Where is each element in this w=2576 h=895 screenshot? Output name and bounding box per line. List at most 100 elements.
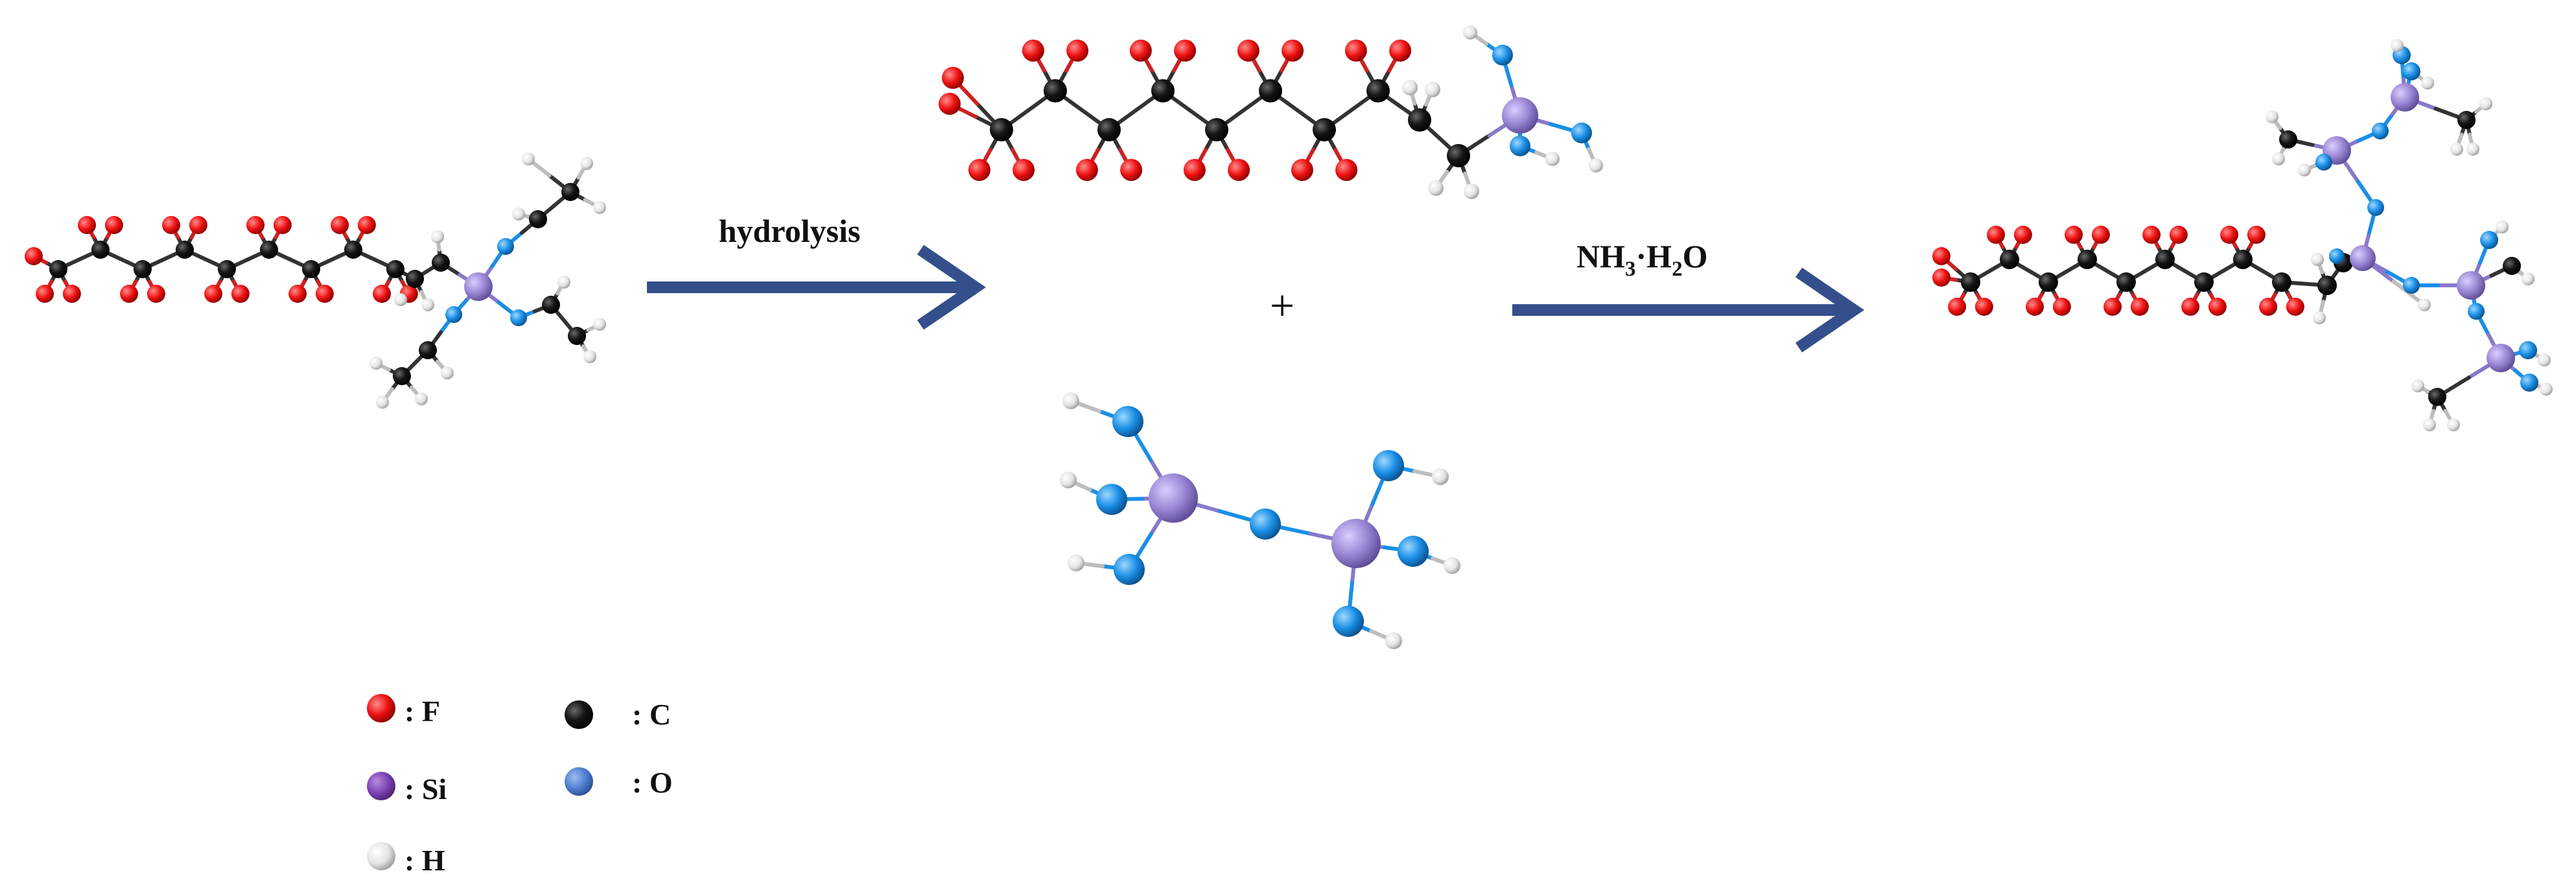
carbon-atom [2116, 272, 2136, 292]
fluorine-atom [1174, 40, 1197, 62]
atom-legend: : F : C : Si : O : H [367, 694, 673, 877]
hydrogen-atom [512, 208, 525, 221]
fluorine-atom [120, 285, 139, 303]
fluorine-atom [246, 216, 265, 234]
oxygen-atom [1492, 45, 1513, 66]
fluorine-swatch-icon [367, 694, 395, 722]
hydrogen-atom [1425, 82, 1440, 97]
hydrogen-atom [2540, 383, 2553, 396]
fluorine-atom [2130, 298, 2149, 316]
oxygen-atom [2403, 277, 2420, 294]
carbon-atom [990, 118, 1013, 141]
carbon-atom [406, 270, 424, 288]
oxygen-atom [2480, 231, 2498, 249]
fluorine-atom [1974, 298, 1993, 316]
hydrolyzed-fluorosilane-molecule [939, 25, 1603, 199]
oxygen-atom [2315, 154, 2332, 171]
hydrogen-atom [1060, 471, 1077, 488]
hydrogen-atom [2313, 311, 2326, 324]
carbon-atom [542, 296, 560, 314]
carbon-atom [568, 327, 586, 345]
hydrogen-atom [1545, 152, 1560, 166]
fluorine-atom [1932, 268, 1950, 287]
carbon-atom [260, 241, 278, 259]
silicon-atom [1149, 473, 1198, 523]
silicon-atom [464, 272, 493, 301]
carbon-atom [2155, 250, 2175, 269]
carbon-atom [561, 183, 580, 201]
fluorine-atom [942, 67, 964, 89]
carbon-atom [1447, 144, 1470, 167]
fluorine-atom [273, 216, 292, 234]
carbon-atom [344, 241, 362, 259]
fluorine-atom [1183, 159, 1206, 181]
hydrogen-atom [2391, 39, 2404, 52]
carbon-swatch-icon [565, 700, 593, 729]
oxygen-atom [2468, 303, 2485, 320]
fluorine-atom [1282, 40, 1304, 62]
oxygen-atom [445, 306, 462, 323]
fluorine-atom [2259, 298, 2278, 316]
fluorine-atom [2181, 298, 2200, 316]
ammonia-arrow [1512, 267, 1864, 353]
hydrogen-atom [2298, 163, 2311, 176]
carbon-atom [432, 254, 450, 272]
oxygen-atom [2372, 123, 2389, 139]
hydrogen-atom [2311, 253, 2324, 266]
carbon-atom [1151, 79, 1175, 102]
fluorine-atom [36, 285, 54, 303]
fluorine-atom [939, 93, 961, 115]
silicon-atom [2487, 344, 2515, 372]
hydrogen-atom [415, 392, 428, 405]
hydrolysis-arrow [647, 245, 986, 330]
carbon-atom [419, 341, 437, 359]
carbon-atom [2078, 250, 2097, 269]
fluorine-atom [2220, 226, 2239, 244]
fluorine-atom [1066, 40, 1089, 62]
carbon-atom [393, 367, 411, 385]
hydrogen-atom [2496, 221, 2509, 233]
product-molecule [1932, 39, 2553, 431]
fluorine-atom [162, 216, 181, 234]
legend-item-si: : Si [367, 772, 447, 806]
hydrogen-atom [583, 350, 596, 363]
fluorine-atom [78, 216, 97, 234]
carbon-atom [2428, 388, 2446, 406]
hydrolyzed-siloxane-molecule [1060, 392, 1460, 649]
hydrogen-atom [2479, 97, 2492, 110]
silicon-atom [2391, 83, 2419, 112]
carbon-atom [91, 241, 110, 259]
hydrogen-atom [394, 293, 407, 306]
carbon-atom [2279, 130, 2297, 149]
oxygen-atom [1571, 123, 1592, 143]
fluorine-atom [204, 285, 223, 303]
reactant-molecule [25, 152, 606, 409]
fluorine-atom [2013, 226, 2032, 244]
hydrogen-atom [580, 157, 593, 170]
carbon-atom [1366, 79, 1390, 102]
hydrolysis-label: hydrolysis [719, 213, 861, 249]
hydrogen-atom [2411, 379, 2424, 392]
fluorine-atom [189, 216, 207, 234]
fluorine-atom [2091, 226, 2110, 244]
fluorine-atom [1291, 159, 1313, 181]
carbon-atom [1097, 118, 1121, 141]
fluorine-atom [373, 285, 392, 303]
hydrogen-atom [1402, 80, 1418, 95]
oxygen-atom [1112, 406, 1143, 437]
fluorine-atom [331, 216, 349, 234]
fluorine-atom [1335, 159, 1358, 181]
fluorine-atom [231, 285, 250, 303]
carbon-atom [2272, 272, 2291, 292]
fluorine-atom [1022, 40, 1044, 62]
fluorine-atom [2065, 226, 2083, 244]
fluorine-atom [104, 216, 123, 234]
legend-item-c: : C [565, 698, 671, 731]
oxygen-atom [1398, 536, 1429, 567]
silicon-atom [2457, 271, 2485, 300]
hydrogen-atom [1463, 25, 1477, 40]
fluorine-atom [968, 159, 990, 181]
oxygen-atom [497, 238, 514, 255]
fluorine-atom [2103, 298, 2122, 316]
fluorine-atom [1228, 159, 1250, 181]
